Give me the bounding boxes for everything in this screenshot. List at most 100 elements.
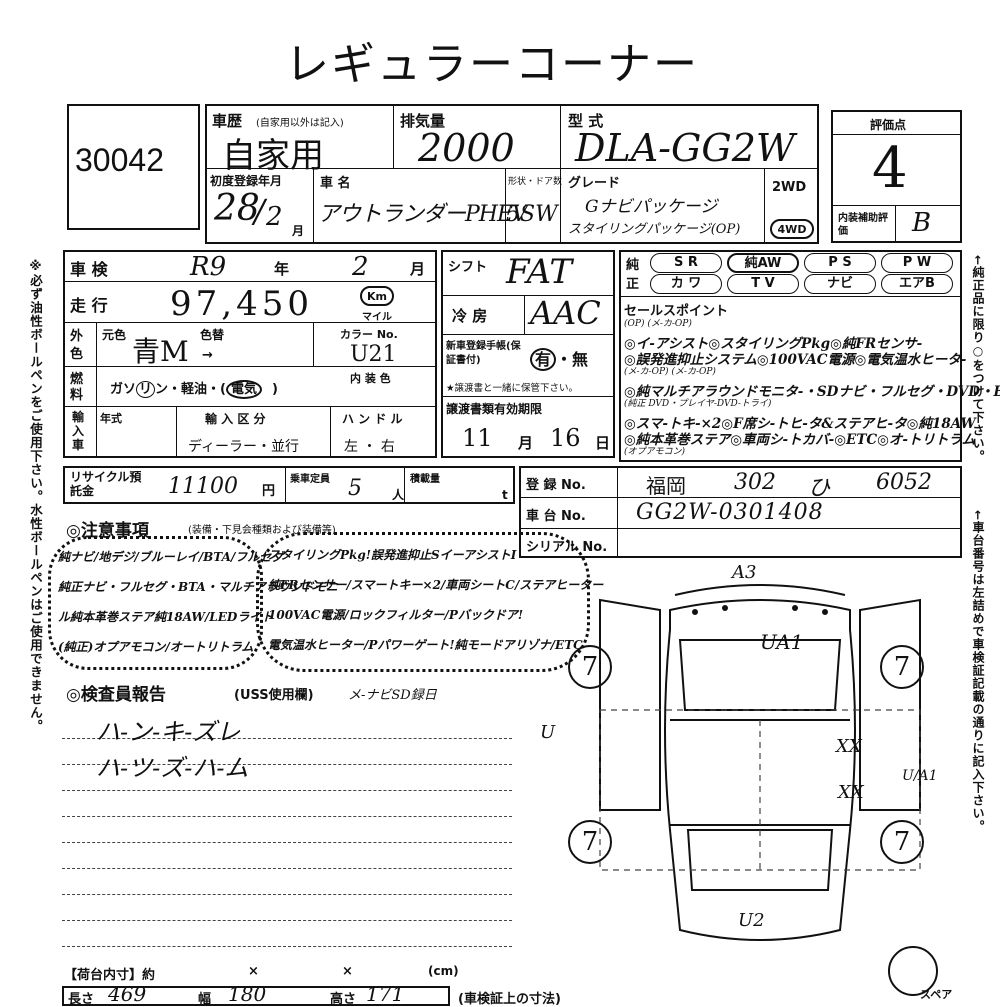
dim-length-label: 長さ [68, 992, 95, 1007]
recycle-block [63, 466, 515, 504]
notes-right-line: 100VAC電源/ロックフィルター/Pバックドア! [268, 608, 524, 622]
transfer-month-unit: 月 [518, 434, 534, 452]
shift-label: シフト [448, 260, 488, 275]
registration-label: 登 録 No. [526, 478, 586, 493]
equipment-item: ナビ [804, 274, 876, 294]
sales-point-line: ◎スマ-トキ-×2◎F席シ-トヒ-タ&ステアヒ-タ◎純18AW [624, 416, 976, 432]
equipment-item: T V [727, 274, 799, 294]
score-label: 評価点 [870, 118, 907, 132]
notes-left-line: 純正ナビ・フルセグ・BTA・マルチアラウンドモニ [58, 580, 338, 594]
recycle-value: 11100 [168, 474, 238, 499]
mark-u2: U2 [738, 910, 765, 931]
inspector-rule [62, 868, 512, 869]
notes-sub: (装備・下見会種類および装備等) [188, 525, 336, 536]
exterior-change-arrow: → [202, 348, 213, 363]
notes-bubble-right [256, 532, 590, 672]
grade-label: グレード [568, 176, 621, 191]
import-class-value: ディーラー・並行 [188, 439, 300, 455]
fuel-label: 燃料 [70, 372, 84, 403]
first-reg-slash: / [254, 192, 265, 230]
inspector-rule [62, 790, 512, 791]
recycle-unit: 円 [262, 484, 276, 499]
model-label: 型 式 [568, 112, 604, 130]
dim-length: 469 [108, 982, 147, 1006]
tire-rear-right-icon: 7 [880, 820, 924, 864]
exterior-original-value: 青M [132, 335, 189, 368]
right-vertical-note-bottom: ←車台番号は左詰めで車検証記載の通りに記入下さい。 [971, 510, 985, 834]
import-handle-label: ハ ン ド ル [342, 412, 403, 426]
exterior-original-label: 元色 [102, 328, 127, 342]
transfer-month: 11 [462, 424, 493, 452]
notes-left-line: (純正)オプアモコン/オートリトラム [58, 640, 254, 654]
inspection-era: R9 [190, 252, 227, 282]
sales-point-line: (オプアモコン) [624, 447, 686, 457]
mark-xx-2: XX [838, 782, 864, 803]
exterior-change-label: 色替 [200, 328, 225, 342]
mark-ua1: UA1 [760, 630, 804, 654]
left-info-block [63, 250, 437, 458]
cargo-x2: × [342, 964, 353, 979]
dim-height: 171 [366, 982, 405, 1006]
import-class-label: 輸 入 区 分 [205, 412, 266, 426]
mark-u-left: U [540, 722, 556, 743]
mileage-value: 97,450 [170, 284, 313, 324]
mark-a3: A3 [732, 562, 757, 583]
capacity-label: 乗車定員 [290, 474, 330, 485]
fuel-text-c: ン・軽油・( [155, 382, 226, 397]
score-box [831, 110, 962, 243]
car-name-label: 車 名 [320, 176, 351, 191]
lot-number-box: 30042 [67, 104, 200, 230]
inspector-rule [62, 816, 512, 817]
displacement-value: 2000 [418, 126, 515, 170]
capacity-unit: 人 [392, 488, 405, 502]
mileage-mile: マイル [362, 312, 392, 323]
drive-4wd: 4WD [770, 219, 814, 239]
cargo-x1: × [248, 964, 259, 979]
first-reg-month-unit: 月 [292, 224, 305, 238]
fuel-text-d: ) [272, 382, 278, 397]
inspection-label: 車 検 [70, 260, 108, 279]
body-type-value: 5SW [506, 202, 558, 227]
left-vertical-note: ※必ず油性ボールペンをご使用下さい。水性ボールペンはご使用できません。 [28, 258, 43, 733]
equipment-item: カ ワ [650, 274, 722, 294]
warranty-yes: 有 [530, 348, 557, 371]
first-reg-label: 初度登録年月 [210, 174, 283, 188]
load-label: 積載量 [410, 474, 440, 485]
fuel-text-a: ガソ [110, 382, 137, 397]
displacement-label: 排気量 [400, 112, 446, 130]
page-title: レギュラーコーナー [285, 39, 699, 90]
dim-width-label: 幅 [198, 992, 212, 1007]
inspector-rule [62, 764, 512, 765]
grade-line1: Gナビパッケージ [585, 197, 718, 217]
registration-number: 6052 [876, 470, 932, 495]
import-year-label: 年式 [100, 412, 122, 425]
car-diagram [599, 584, 921, 941]
history-label: 車歴 [212, 112, 243, 130]
equipment-block [619, 250, 962, 462]
registration-place: 福岡 [646, 474, 686, 498]
grade-line2: スタイリングパッケージ(OP) [568, 222, 741, 237]
shift-value: FAT [506, 252, 573, 292]
car-name-value: アウトランダーPHEV [318, 202, 528, 227]
capacity-value: 5 [348, 476, 362, 501]
inspection-year-unit: 年 [274, 260, 290, 278]
inspector-rule [62, 920, 512, 921]
right-vertical-note-top: ←純正品に限り○をつけて下さい。 [971, 255, 985, 464]
cargo-unit: (cm) [428, 964, 459, 978]
equipment-item: S R [650, 253, 722, 273]
inspection-month: 2 [352, 252, 369, 282]
registration-class: 302 [734, 470, 776, 495]
inspector-label: ◎検査員報告 [66, 685, 166, 705]
recycle-label: リサイクル預託金 [70, 470, 142, 498]
cargo-label: 【荷台内寸】約 [64, 968, 156, 983]
warranty-no: 無 [572, 350, 589, 369]
body-type-label: 形状・ドア数 [508, 177, 563, 187]
mileage-label: 走 行 [70, 296, 108, 315]
sales-point-line: (純正 DVD・プレイヤ-DVD-トライ) [624, 399, 772, 409]
transfer-day-unit: 日 [595, 434, 611, 452]
inspector-rule [62, 946, 512, 947]
spare-tire-icon [888, 946, 938, 996]
chassis-value: GG2W-0301408 [636, 500, 824, 525]
inspector-sub: (USS使用欄) [234, 688, 314, 703]
inspector-rule [62, 894, 512, 895]
